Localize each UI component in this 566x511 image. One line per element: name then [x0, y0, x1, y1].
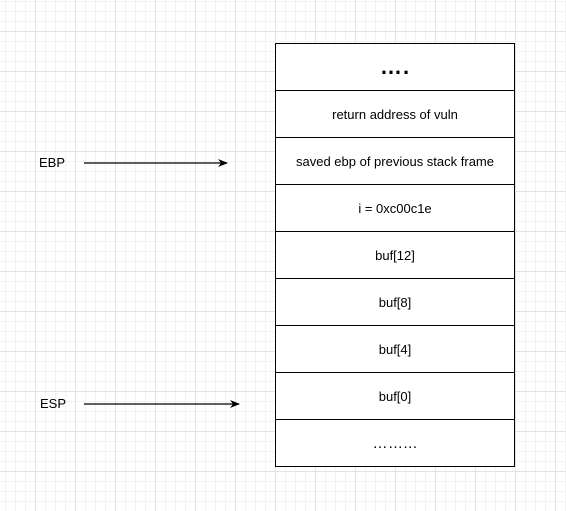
- stack-cell-buf-8: buf[8]: [275, 278, 515, 326]
- ebp-label: EBP: [39, 155, 66, 170]
- stack-cell-saved-ebp: saved ebp of previous stack frame: [275, 137, 515, 185]
- stack-cell-ellipsis-bottom: ……...: [275, 419, 515, 467]
- stack-cell-ellipsis-top: ….: [275, 43, 515, 91]
- stack-frame: …. return address of vuln saved ebp of p…: [275, 43, 515, 467]
- stack-cell-buf-12: buf[12]: [275, 231, 515, 279]
- esp-label: ESP: [40, 396, 67, 411]
- stack-cell-buf-0: buf[0]: [275, 372, 515, 420]
